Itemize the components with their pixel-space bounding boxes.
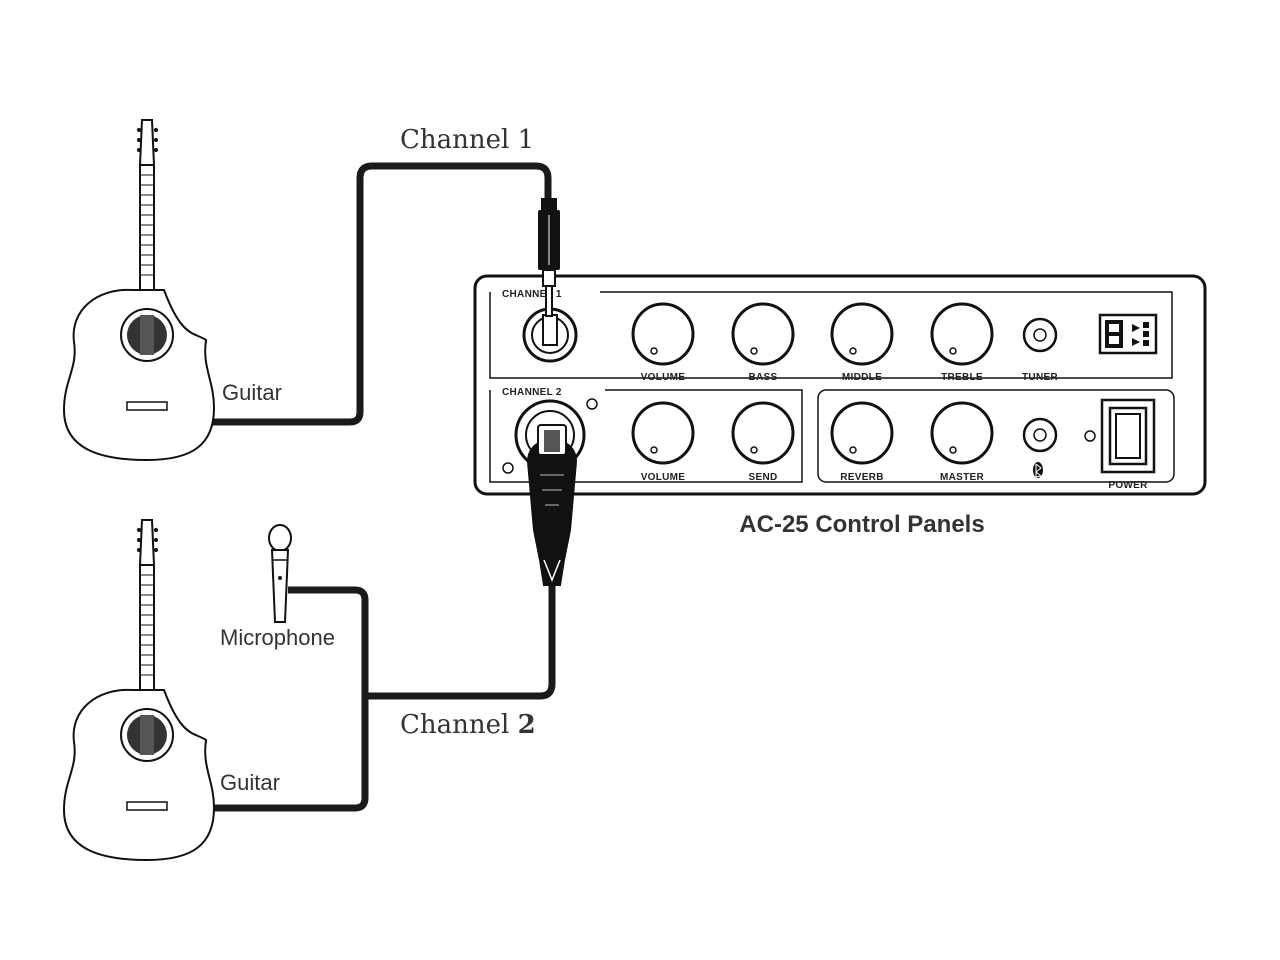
knob-ch1-middle-label: MIDDLE — [842, 372, 882, 383]
panel-caption: AC-25 Control Panels — [739, 511, 984, 538]
channel1-cable-label: Channel 1 — [400, 125, 534, 155]
knob-ch2-volume-label: VOLUME — [641, 472, 686, 483]
xlr-plug-icon — [526, 424, 578, 586]
control-panel: CHANNEL 1 CHANNEL 2 VOLUME BAS — [473, 274, 1207, 496]
channel2-cable-label-prefix: Channel — [400, 710, 518, 740]
knob-reverb[interactable] — [830, 401, 894, 465]
knob-master-label: MASTER — [940, 472, 984, 483]
bluetooth-icon — [1033, 462, 1043, 478]
channel2-cable-label: Channel 2 — [400, 710, 536, 740]
knob-ch1-treble-label: TREBLE — [941, 372, 983, 383]
channel2-cable-merge — [365, 585, 556, 700]
channel2-group-label: CHANNEL 2 — [502, 387, 562, 398]
microphone-label: Microphone — [220, 625, 335, 650]
guitar-bottom-icon — [63, 519, 215, 861]
knob-ch2-volume[interactable] — [631, 401, 695, 465]
knob-master[interactable] — [930, 401, 994, 465]
knob-ch2-send-label: SEND — [749, 472, 778, 483]
power-led-icon — [1084, 430, 1096, 442]
quarter-inch-plug-icon — [538, 198, 560, 317]
guitar-bottom-label: Guitar — [220, 770, 280, 795]
guitar-top-label: Guitar — [222, 380, 282, 405]
tuner-label: TUNER — [1022, 372, 1058, 383]
power-label: POWER — [1108, 480, 1148, 491]
knob-reverb-label: REVERB — [840, 472, 883, 483]
knob-ch1-bass-label: BASS — [749, 372, 778, 383]
guitar-top-icon — [63, 119, 215, 461]
power-switch[interactable] — [1100, 398, 1156, 474]
knob-ch1-middle[interactable] — [830, 302, 894, 366]
knob-ch1-volume-label: VOLUME — [641, 372, 686, 383]
bluetooth-button[interactable] — [1022, 417, 1058, 453]
channel1-cable — [205, 162, 552, 426]
knob-ch1-bass[interactable] — [731, 302, 795, 366]
microphone-icon — [268, 524, 292, 623]
channel1-group-label: CHANNEL 1 — [502, 289, 562, 300]
knob-ch1-treble[interactable] — [930, 302, 994, 366]
knob-ch2-send[interactable] — [731, 401, 795, 465]
channel2-cable-label-number: 2 — [518, 710, 536, 740]
knob-ch1-volume[interactable] — [631, 302, 695, 366]
tuner-button[interactable] — [1022, 317, 1058, 353]
tuner-display-icon — [1098, 313, 1158, 355]
